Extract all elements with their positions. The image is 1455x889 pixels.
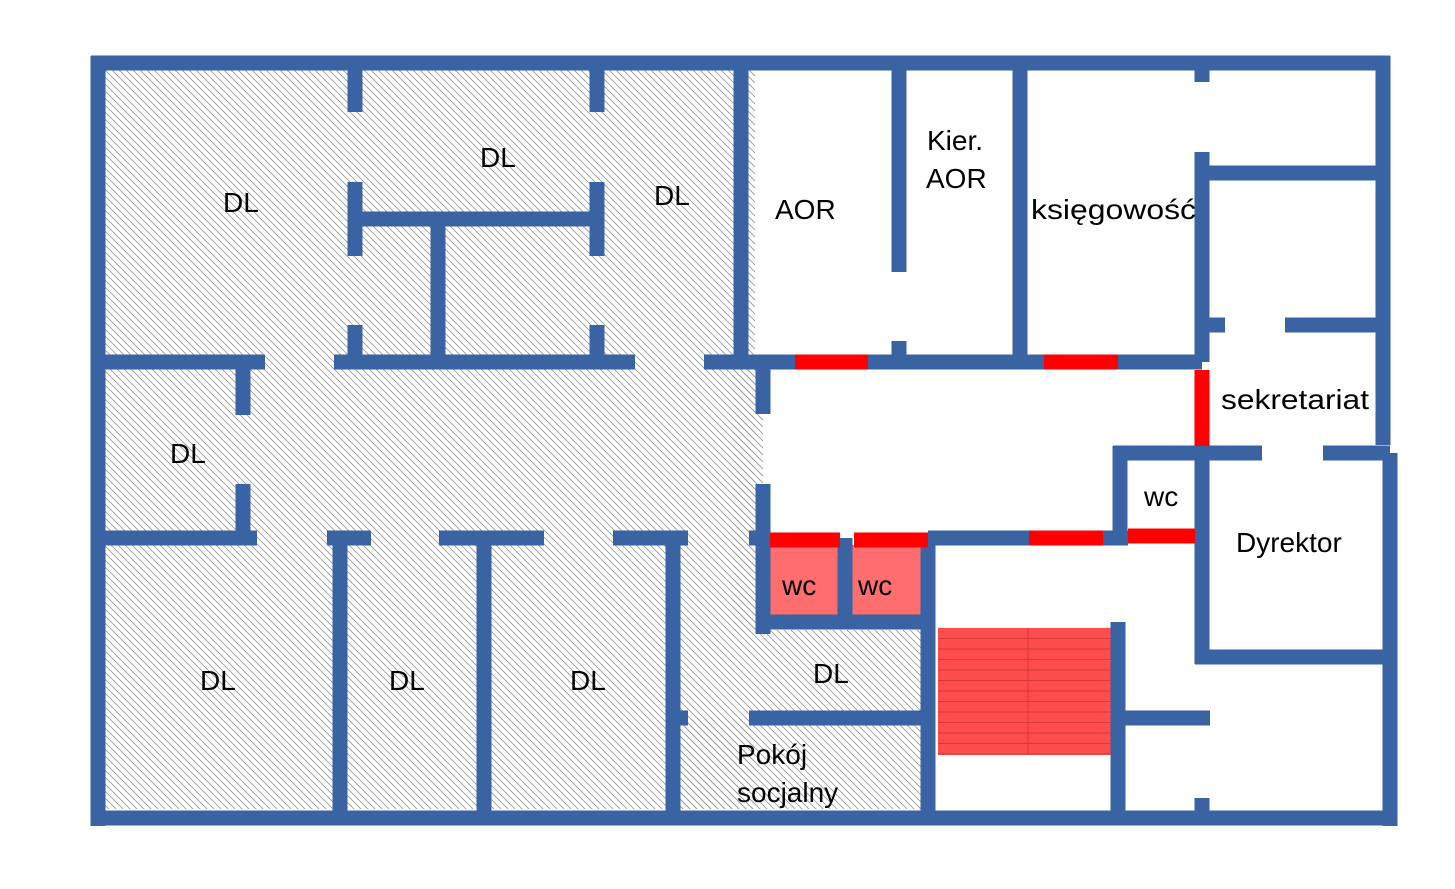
doors	[770, 354, 1210, 548]
hatch-dl-small	[755, 630, 922, 718]
room-label-dyrektor: Dyrektor	[1236, 527, 1342, 558]
room-label-aor: AOR	[775, 194, 836, 225]
stairs-treads	[938, 628, 1111, 755]
room-label-dl-bottom-2: DL	[389, 665, 425, 696]
room-label-wc-left-1: wc	[781, 570, 816, 601]
room-label-wc-left-2: wc	[857, 570, 892, 601]
stairs	[938, 628, 1111, 755]
room-label-pokoj-line2: socjalny	[737, 777, 838, 808]
room-label-sekretariat: sekretariat	[1221, 384, 1369, 415]
room-label-dl-bottom-3: DL	[570, 665, 606, 696]
room-label-dl-top-right: DL	[654, 180, 690, 211]
room-label-dl-top-left: DL	[223, 187, 259, 218]
wc-fills	[770, 545, 928, 615]
room-label-wc-right: wc	[1143, 481, 1178, 512]
room-label-dl-bottom-1: DL	[200, 665, 236, 696]
room-label-kier-aor-line1: Kier.	[927, 125, 983, 156]
room-label-pokoj-line1: Pokój	[737, 739, 807, 770]
hatch-pokoj	[680, 718, 922, 809]
hatched-areas	[98, 64, 922, 809]
wc-left-1-fill	[770, 545, 840, 615]
room-label-dl-middle-left: DL	[170, 438, 206, 469]
room-label-dl-top-center: DL	[480, 142, 516, 173]
wc-left-2-fill	[852, 545, 928, 615]
walls	[90, 55, 1398, 826]
room-label-ksiegowosc: księgowość	[1031, 194, 1196, 225]
room-label-kier-aor-line2: AOR	[926, 163, 987, 194]
room-label-dl-small: DL	[813, 658, 849, 689]
hatch-main	[98, 64, 755, 809]
room-labels: DL DL DL DL DL DL DL DL AOR Kier. AOR ks…	[170, 125, 1369, 808]
